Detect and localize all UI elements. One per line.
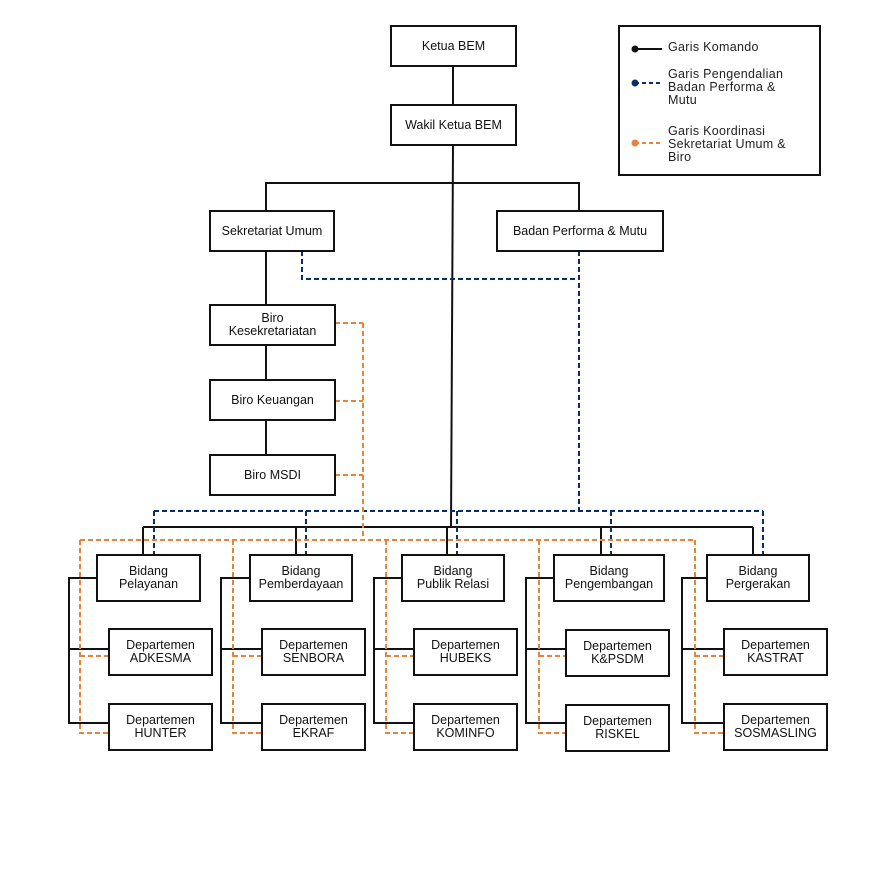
- node-label-line2: EKRAF: [292, 726, 335, 740]
- legend-coordination: Garis Koordinasi Sekretariat Umum & Biro: [630, 125, 786, 164]
- node-label-line2: Pemberdayaan: [258, 577, 344, 591]
- control-line-icon: [631, 79, 662, 87]
- node-wakil-ketua-bem: Wakil Ketua BEM: [390, 104, 517, 146]
- legend-coordination-line2: Sekretariat Umum &: [668, 137, 786, 151]
- node-label-line1: Bidang: [738, 564, 778, 578]
- legend-command: Garis Komando: [630, 41, 759, 54]
- node-label-line2: SOSMASLING: [734, 726, 817, 740]
- node-label-line2: KASTRAT: [747, 651, 804, 665]
- legend-control: Garis Pengendalian Badan Performa & Mutu: [630, 68, 783, 107]
- legend-coordination-line3: Biro: [668, 150, 692, 164]
- node-label-line1: Departemen: [126, 638, 195, 652]
- node-label-line1: Departemen: [741, 713, 810, 727]
- node-label-line1: Biro: [261, 311, 284, 325]
- node-label: Badan Performa & Mutu: [512, 223, 648, 238]
- node-label-line1: Departemen: [741, 638, 810, 652]
- node-biro-keuangan: Biro Keuangan: [209, 379, 336, 421]
- node-label: Ketua BEM: [421, 38, 486, 53]
- node-label-line2: RISKEL: [595, 727, 640, 741]
- node-label-line1: Departemen: [279, 638, 348, 652]
- command-lines: [68, 66, 754, 724]
- legend-coordination-line1: Garis Koordinasi: [668, 124, 766, 138]
- node-label-line2: KOMINFO: [436, 726, 495, 740]
- legend-control-line3: Mutu: [668, 93, 697, 107]
- node-label-line2: Publik Relasi: [416, 577, 490, 591]
- node-label: Sekretariat Umum: [221, 223, 323, 238]
- coordination-lines: [79, 322, 724, 734]
- node-label-line1: Bidang: [129, 564, 168, 578]
- legend-command-label: Garis Komando: [668, 40, 759, 54]
- node-label-line2: Kesekretariatan: [228, 324, 317, 338]
- legend-control-line1: Garis Pengendalian: [668, 67, 784, 81]
- node-label-line1: Bidang: [281, 564, 321, 578]
- node-sekretariat-umum: Sekretariat Umum: [209, 210, 335, 252]
- node-label: Biro Keuangan: [231, 392, 314, 407]
- node-label-line1: Departemen: [583, 714, 652, 728]
- node-badan-performa-mutu: Badan Performa & Mutu: [496, 210, 664, 252]
- node-label-line2: Pergerakan: [725, 577, 791, 591]
- node-biro-kesekretariatan: Biro Kesekretariatan: [209, 304, 336, 346]
- node-label-line2: K&PSDM: [591, 652, 644, 666]
- node-label-line1: Departemen: [126, 713, 195, 727]
- legend: Garis Komando Garis Pengendalian Badan P…: [618, 25, 821, 176]
- node-label: Biro MSDI: [244, 467, 301, 482]
- node-label-line2: Pelayanan: [118, 577, 179, 591]
- node-biro-msdi: Biro MSDI: [209, 454, 336, 496]
- node-label-line1: Departemen: [279, 713, 348, 727]
- node-label-line1: Bidang: [589, 564, 629, 578]
- legend-control-line2: Badan Performa &: [668, 80, 776, 94]
- node-label-line1: Departemen: [431, 713, 500, 727]
- node-label-line1: Departemen: [431, 638, 500, 652]
- node-label-line2: Pengembangan: [564, 577, 654, 591]
- node-label-line1: Bidang: [433, 564, 473, 578]
- node-label-line2: HUBEKS: [439, 651, 492, 665]
- node-label-line2: HUNTER: [134, 726, 187, 740]
- control-lines: [153, 251, 764, 555]
- node-ketua-bem: Ketua BEM: [390, 25, 517, 67]
- node-label-line2: SENBORA: [282, 651, 345, 665]
- coordination-line-icon: [631, 139, 662, 147]
- node-label-line1: Departemen: [583, 639, 652, 653]
- command-line-icon: [631, 45, 662, 53]
- node-label-line2: ADKESMA: [129, 651, 192, 665]
- node-label: Wakil Ketua BEM: [405, 117, 502, 132]
